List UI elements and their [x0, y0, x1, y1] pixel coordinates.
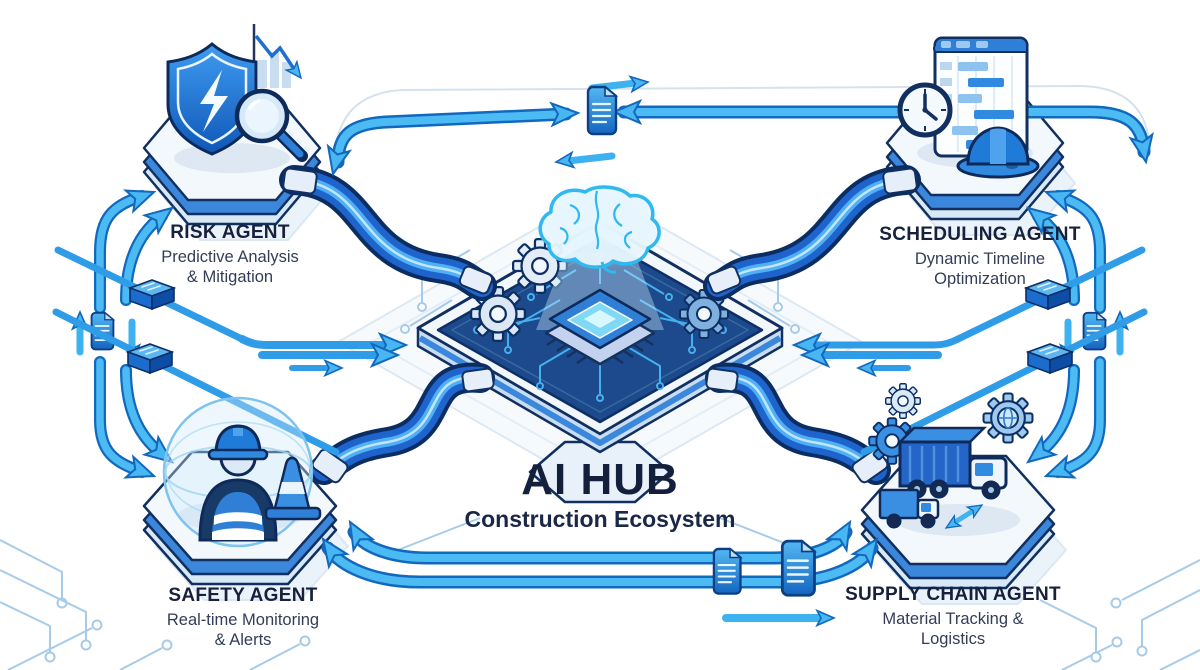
document-icon [712, 547, 742, 595]
cable-supply-to-hub [705, 362, 891, 485]
magnifier-icon [234, 88, 308, 162]
hard-hat-icon [214, 424, 262, 456]
cable-scheduling-to-hub [703, 165, 921, 301]
link-bottom [312, 515, 888, 627]
processor-chip-icon [544, 288, 656, 366]
transfer-arrow-icon [942, 499, 986, 534]
brain-icon [538, 185, 661, 274]
globe-gear-icon [982, 392, 1034, 444]
shield-lightning-icon [166, 42, 258, 156]
document-icon [586, 85, 618, 136]
agent-links [52, 73, 1158, 627]
cable-risk-to-hub [279, 165, 497, 301]
hard-hat-icon [956, 126, 1040, 179]
worker-icon [198, 424, 278, 542]
gear-icon [884, 383, 922, 419]
risk-agent-icons [166, 24, 308, 162]
safety-agent-icons [162, 396, 322, 548]
data-cables [279, 165, 921, 485]
delivery-truck-icon [878, 488, 940, 529]
supply-agent-icons [868, 383, 1034, 534]
traffic-cone-icon [264, 456, 322, 521]
link-left [71, 180, 180, 488]
declining-chart-icon [252, 24, 308, 92]
link-top [321, 73, 1158, 178]
link-right [1020, 180, 1129, 488]
scheduling-agent-icons [897, 36, 1040, 179]
container-truck-icon [896, 426, 1008, 500]
document-icon [780, 539, 816, 597]
cable-safety-to-hub [309, 362, 495, 485]
link-mid-right [804, 246, 1148, 456]
hub-node [416, 178, 784, 504]
cable-collars [282, 167, 918, 484]
clock-icon [897, 82, 953, 138]
